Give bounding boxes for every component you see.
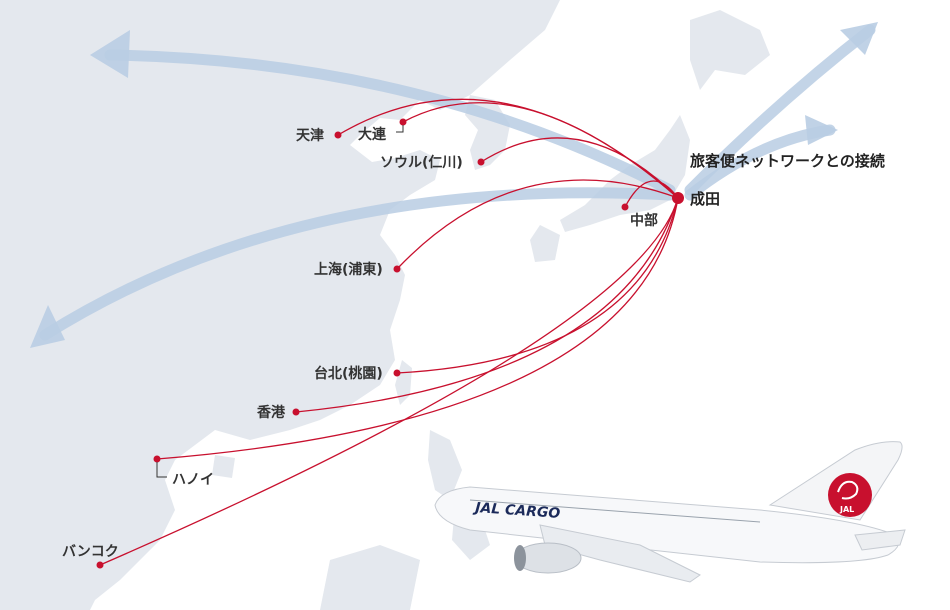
destination-label-dalian: 大連 [358,126,387,143]
land-japan-kyushu [530,225,560,262]
network-arrows [30,22,878,348]
route-line-bangkok [99,197,679,566]
network-arrow-west-lower [39,187,676,341]
land-philippines [428,430,462,500]
hub-label-narita: 成田 [690,190,720,208]
destination-label-tianjin: 天津 [296,127,324,144]
aircraft-cargo-text: JAL CARGO [472,500,561,522]
destination-label-bangkok: バンコク [62,544,119,560]
land-asia-mainland [0,0,560,610]
aircraft-tail-text: JAL [839,505,854,514]
destination-label-seoul: ソウル(仁川) [380,154,463,171]
network-arrow-head-west-lower [30,305,65,348]
destination-marker-taipei[interactable] [393,369,401,377]
aircraft-engine-intake [514,545,526,571]
crane-logo-icon [828,473,872,517]
destination-label-shanghai: 上海(浦東) [314,261,383,278]
hub-marker-narita[interactable] [672,192,684,204]
destination-marker-dalian[interactable] [399,118,407,126]
land-taiwan [395,360,412,405]
destination-marker-bangkok[interactable] [96,561,104,569]
route-line-shanghai [396,179,679,270]
destination-label-hongkong: 香港 [256,404,286,421]
network-connection-label: 旅客便ネットワークとの接続 [690,152,885,170]
network-arrow-northeast-upper [684,24,876,196]
destination-label-taipei: 台北(桃園) [314,365,383,382]
network-arrow-head-west-upper [90,30,130,78]
land-japan-hokkaido [690,10,770,90]
jal-cargo-aircraft: JAL CARGO JAL [434,441,906,583]
label-leader-dalian [396,125,404,133]
destination-marker-hanoi[interactable] [153,455,161,463]
destination-marker-chubu[interactable] [621,203,629,211]
network-arrow-head-northeast-upper [840,22,878,55]
cargo-routes [99,98,679,566]
destination-marker-seoul[interactable] [477,158,485,166]
route-line-seoul [480,137,679,199]
aircraft-stabilizer [854,529,906,551]
land-hainan [212,455,235,478]
destination-label-chubu: 中部 [630,212,658,229]
network-arrow-head-northeast-lower [805,115,838,145]
route-line-taipei [396,197,679,374]
network-arrow-west-upper [104,49,676,196]
land-borneo [320,545,420,610]
destination-marker-shanghai[interactable] [393,265,401,273]
crane-logo-icon-bird [837,480,859,500]
route-line-chubu [624,180,679,208]
destination-marker-tianjin[interactable] [334,131,342,139]
route-line-hongkong [295,197,679,413]
destination-label-hanoi: ハノイ [172,472,214,488]
route-line-hanoi [156,197,679,460]
route-line-dalian [402,102,679,199]
label-leader-hanoi [156,462,167,478]
destination-marker-hongkong[interactable] [292,408,300,416]
aircraft-cheatline [469,499,761,523]
